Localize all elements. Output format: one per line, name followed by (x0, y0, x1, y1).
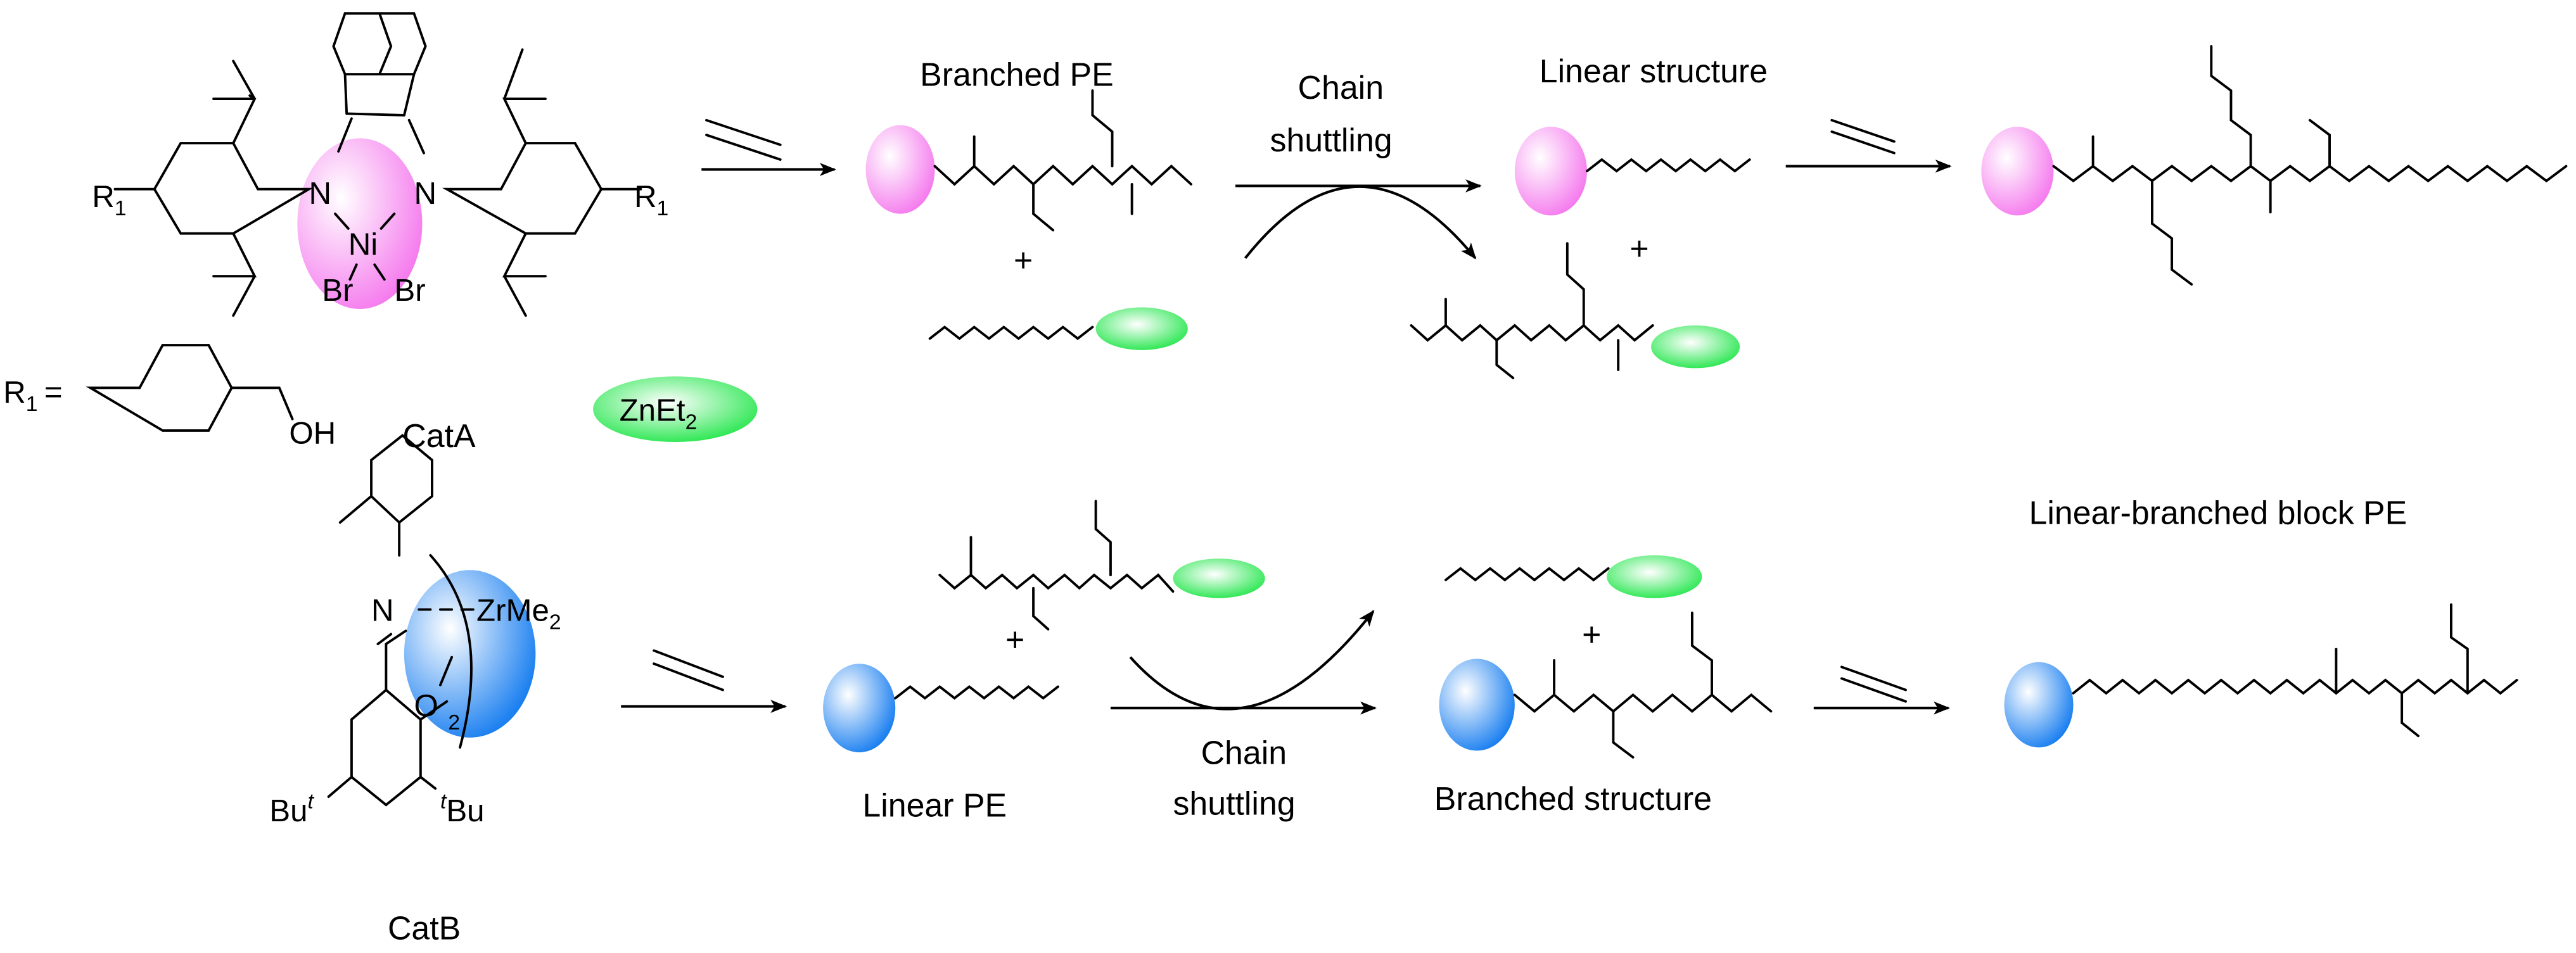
r1-label: R1= (3, 375, 62, 416)
catA-br-left: Br (322, 273, 353, 308)
zinc-sphere-top-1 (1095, 307, 1188, 350)
acenaphthene-rings (332, 12, 427, 117)
catA-br-right: Br (394, 273, 425, 308)
block-pe-label: Linear-branched block PE (2029, 495, 2407, 531)
linear-chain-bottom (894, 685, 1059, 700)
plus-bottom-2: + (1582, 616, 1601, 653)
r1-definition: R1= OH (3, 344, 336, 451)
znet2-label: ZnEt2 (620, 393, 698, 434)
chain-shuttling-top-1: Chain (1298, 69, 1384, 106)
catA-sphere-product (1981, 127, 2054, 216)
linear-chain-zinc (928, 325, 1094, 341)
catB-metal: ZrMe2 (476, 593, 561, 634)
catA-label: CatA (402, 417, 476, 454)
ethylene-icon (1830, 118, 1896, 155)
catB-sphere-product (2004, 662, 2074, 748)
chain-shuttling-bottom-2: shuttling (1173, 785, 1295, 822)
ethylene-icon (705, 118, 782, 161)
catA-r1-left: R1 (92, 179, 126, 220)
catB-n: N (371, 593, 394, 628)
catB-tbu-right: tBu (440, 789, 485, 828)
catB-sphere-linear (823, 664, 896, 753)
branched-chain (933, 89, 1192, 232)
left-aryl-ring (113, 60, 314, 317)
zinc-sphere (593, 376, 758, 443)
cyclohexyl-ring (338, 434, 433, 557)
branched-chain-zinc (1410, 242, 1654, 379)
hyperbranched-chain (2052, 45, 2568, 286)
block-copolymer-chain (2072, 603, 2518, 738)
linear-structure-label: Linear structure (1540, 53, 1768, 89)
catalyst-a-structure: N N Ni Br Br R1 R1 (92, 12, 668, 317)
ethylene-icon (653, 649, 724, 691)
zinc-sphere-top-2 (1651, 325, 1740, 369)
catA-metal: Ni (348, 227, 378, 262)
zinc-sphere-bottom-1 (1173, 559, 1265, 598)
benzyl-alcohol-ring (86, 344, 294, 432)
catB-tbu-left: But (269, 789, 314, 828)
plus-bottom-1: + (1005, 621, 1024, 657)
zinc-shuttle-agent: ZnEt2 (593, 376, 758, 443)
catA-r1-right: R1 (634, 179, 668, 220)
catA-n-right: N (414, 176, 437, 211)
catB-label: CatB (388, 910, 461, 947)
catB-sphere-branched (1439, 659, 1515, 751)
zinc-sphere-bottom-2 (1607, 555, 1702, 598)
catA-sphere-linear (1514, 127, 1587, 216)
chain-shuttling-bottom-1: Chain (1201, 734, 1287, 771)
branched-chain-bottom (1513, 611, 1773, 759)
branched-chain-zinc-bottom (938, 500, 1175, 631)
plus-top-1: + (1014, 241, 1033, 278)
hydroxyl-group: OH (289, 416, 336, 451)
branched-pe-label: Branched PE (920, 56, 1114, 92)
catA-n-left: N (309, 176, 332, 211)
shuttling-curved-arrow-bottom (1129, 610, 1375, 710)
ethylene-icon (1840, 666, 1907, 703)
linear-chain-zinc-bottom (1444, 567, 1610, 582)
chain-shuttling-top-2: shuttling (1270, 122, 1392, 158)
linear-pe-label: Linear PE (862, 786, 1007, 823)
shuttling-curved-arrow-top (1244, 185, 1477, 260)
phenolate-ring (327, 688, 449, 807)
catA-sphere (297, 138, 423, 310)
right-aryl-ring (442, 48, 642, 317)
linear-chain (1586, 158, 1751, 173)
plus-top-2: + (1629, 230, 1648, 267)
catA-sphere-branched (865, 125, 935, 214)
branched-structure-label: Branched structure (1434, 780, 1712, 817)
